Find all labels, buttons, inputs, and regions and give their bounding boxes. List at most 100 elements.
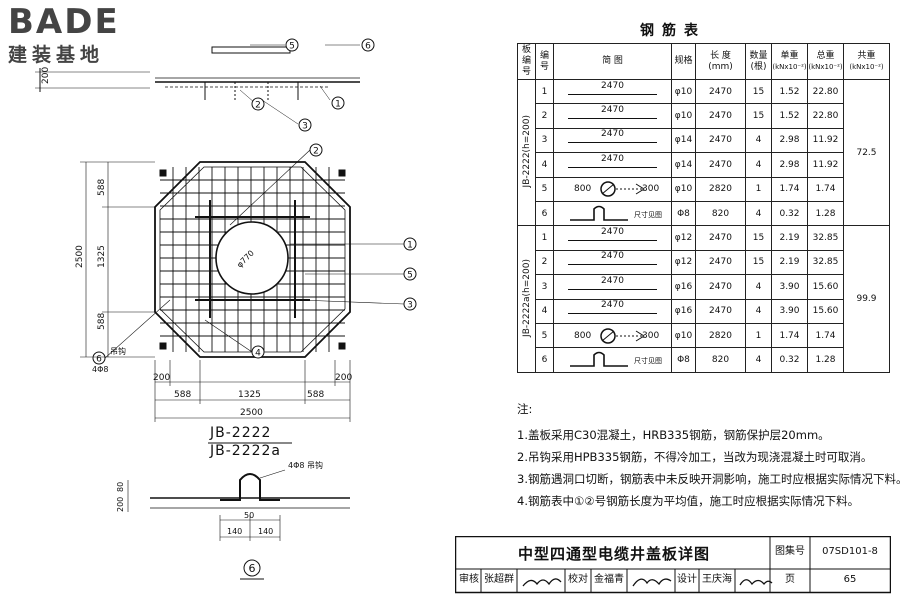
bar-number-cell: 3: [535, 274, 554, 300]
quantity-cell: 4: [745, 347, 772, 373]
length-cell: 2470: [695, 127, 746, 154]
callout-3-plan: 3: [403, 297, 417, 311]
group-sum-cell: 72.5: [843, 78, 890, 227]
board-number-cell: JB-2222(h=200): [517, 78, 536, 227]
length-cell: 2470: [695, 249, 746, 276]
sketch-length: 2470: [601, 275, 624, 286]
callout-3-top: 3: [298, 118, 312, 132]
spec-cell: φ16: [671, 298, 696, 324]
spec-cell: φ10: [671, 322, 696, 349]
signatures: [522, 578, 773, 587]
quantity-cell: 15: [745, 249, 772, 276]
svg-text:6: 6: [249, 562, 256, 575]
hdr-spec: 规格: [671, 43, 696, 80]
spec-cell: φ12: [671, 225, 696, 251]
hdr-sketch: 简 图: [553, 43, 672, 80]
dim-left-total: 2500: [75, 245, 85, 268]
ring-length-b: 300: [642, 184, 660, 195]
designer-name: 王庆海: [702, 574, 732, 585]
notes: 注: 1.盖板采用C30混凝土，HRB335钢筋，钢筋保护层20mm。 2.吊钩…: [517, 398, 900, 512]
sketch-cell: 2470: [553, 249, 672, 276]
drawing-title: 中型四通型电缆井盖板详图: [517, 545, 710, 563]
sketch-cell: 2470: [553, 152, 672, 178]
sketch-length: 2470: [601, 153, 624, 164]
atlas-number: 07SD101-8: [822, 546, 878, 557]
bar-number-cell: 6: [535, 200, 554, 227]
total-weight-cell: 1.28: [807, 200, 844, 227]
bar-number-cell: 3: [535, 127, 554, 154]
hook-bar-shape: [570, 205, 628, 221]
quantity-cell: 4: [745, 274, 772, 300]
svg-text:1: 1: [407, 241, 413, 251]
hdr-unit-wt: 单重(kNx10⁻²): [771, 43, 808, 80]
sketch-cell: 2470: [553, 127, 672, 154]
title-block-frame: [455, 536, 891, 594]
hdr-total-wt: 总重(kNx10⁻²): [807, 43, 844, 80]
unit-weight-cell: 2.19: [771, 249, 808, 276]
unit-weight-cell: 2.19: [771, 225, 808, 251]
svg-text:5: 5: [407, 271, 413, 281]
hdr-board-no: 板编号: [517, 43, 536, 80]
checker-name: 金福青: [594, 574, 624, 585]
sketch-cell: 2470: [553, 298, 672, 324]
quantity-cell: 4: [745, 298, 772, 324]
svg-text:3: 3: [302, 122, 308, 132]
notes-heading: 注:: [517, 402, 533, 416]
svg-text:1: 1: [335, 100, 341, 110]
total-weight-cell: 32.85: [807, 249, 844, 276]
sketch-cell: 2470: [553, 78, 672, 105]
rebar-table: 板编号 编号 简 图 规格 长 度(mm) 数量(根) 单重(kNx10⁻²) …: [517, 43, 890, 373]
dim-left-mid: 1325: [97, 245, 107, 268]
length-cell: 2470: [695, 274, 746, 300]
sketch-cell: 尺寸见图: [553, 200, 672, 227]
detail-6-tag: 6: [243, 559, 261, 577]
dim-bottom-e: 200: [335, 373, 352, 383]
unit-weight-cell: 1.52: [771, 78, 808, 105]
sketch-length: 2470: [601, 251, 624, 262]
unit-weight-cell: 1.52: [771, 103, 808, 129]
callout-6-plan: 6: [92, 351, 106, 365]
svg-text:3: 3: [407, 301, 413, 311]
bar-number-cell: 1: [535, 225, 554, 251]
dim-bottom-d: 588: [307, 390, 324, 400]
detail-hook-label: 4Φ8 吊钩: [288, 460, 323, 470]
length-cell: 2820: [695, 322, 746, 349]
hdr-no: 编号: [535, 43, 554, 80]
callout-1-plan: 1: [403, 237, 417, 251]
bar-number-cell: 6: [535, 347, 554, 373]
unit-weight-cell: 3.90: [771, 274, 808, 300]
hook-note: 尺寸见图: [634, 356, 662, 365]
unit-weight-cell: 2.98: [771, 152, 808, 178]
total-weight-cell: 11.92: [807, 152, 844, 178]
note-2: 2.吊钩采用HPB335钢筋，不得冷加工，当改为现浇混凝土时可取消。: [517, 450, 873, 464]
cover-plate-drawing: 200 5 6 2 1 3: [35, 38, 417, 580]
quantity-cell: 4: [745, 152, 772, 178]
spec-cell: φ10: [671, 176, 696, 202]
straight-bar-shape: [568, 240, 657, 242]
total-weight-cell: 1.74: [807, 176, 844, 202]
bar-number-cell: 4: [535, 298, 554, 324]
page-number: 65: [843, 574, 857, 585]
check-label: 校对: [568, 574, 588, 585]
spec-cell: φ10: [671, 103, 696, 129]
straight-bar-shape: [568, 264, 657, 266]
bar-number-cell: 5: [535, 322, 554, 349]
ring-bar-shape: [600, 181, 645, 197]
straight-bar-shape: [568, 166, 657, 168]
unit-weight-cell: 1.74: [771, 176, 808, 202]
sketch-length: 2470: [601, 227, 624, 238]
sketch-length: 2470: [601, 300, 624, 311]
section-thickness-label: 200: [41, 67, 51, 84]
total-weight-cell: 32.85: [807, 225, 844, 251]
total-weight-cell: 22.80: [807, 78, 844, 105]
note-1: 1.盖板采用C30混凝土，HRB335钢筋，钢筋保护层20mm。: [517, 428, 830, 442]
total-weight-cell: 1.28: [807, 347, 844, 373]
